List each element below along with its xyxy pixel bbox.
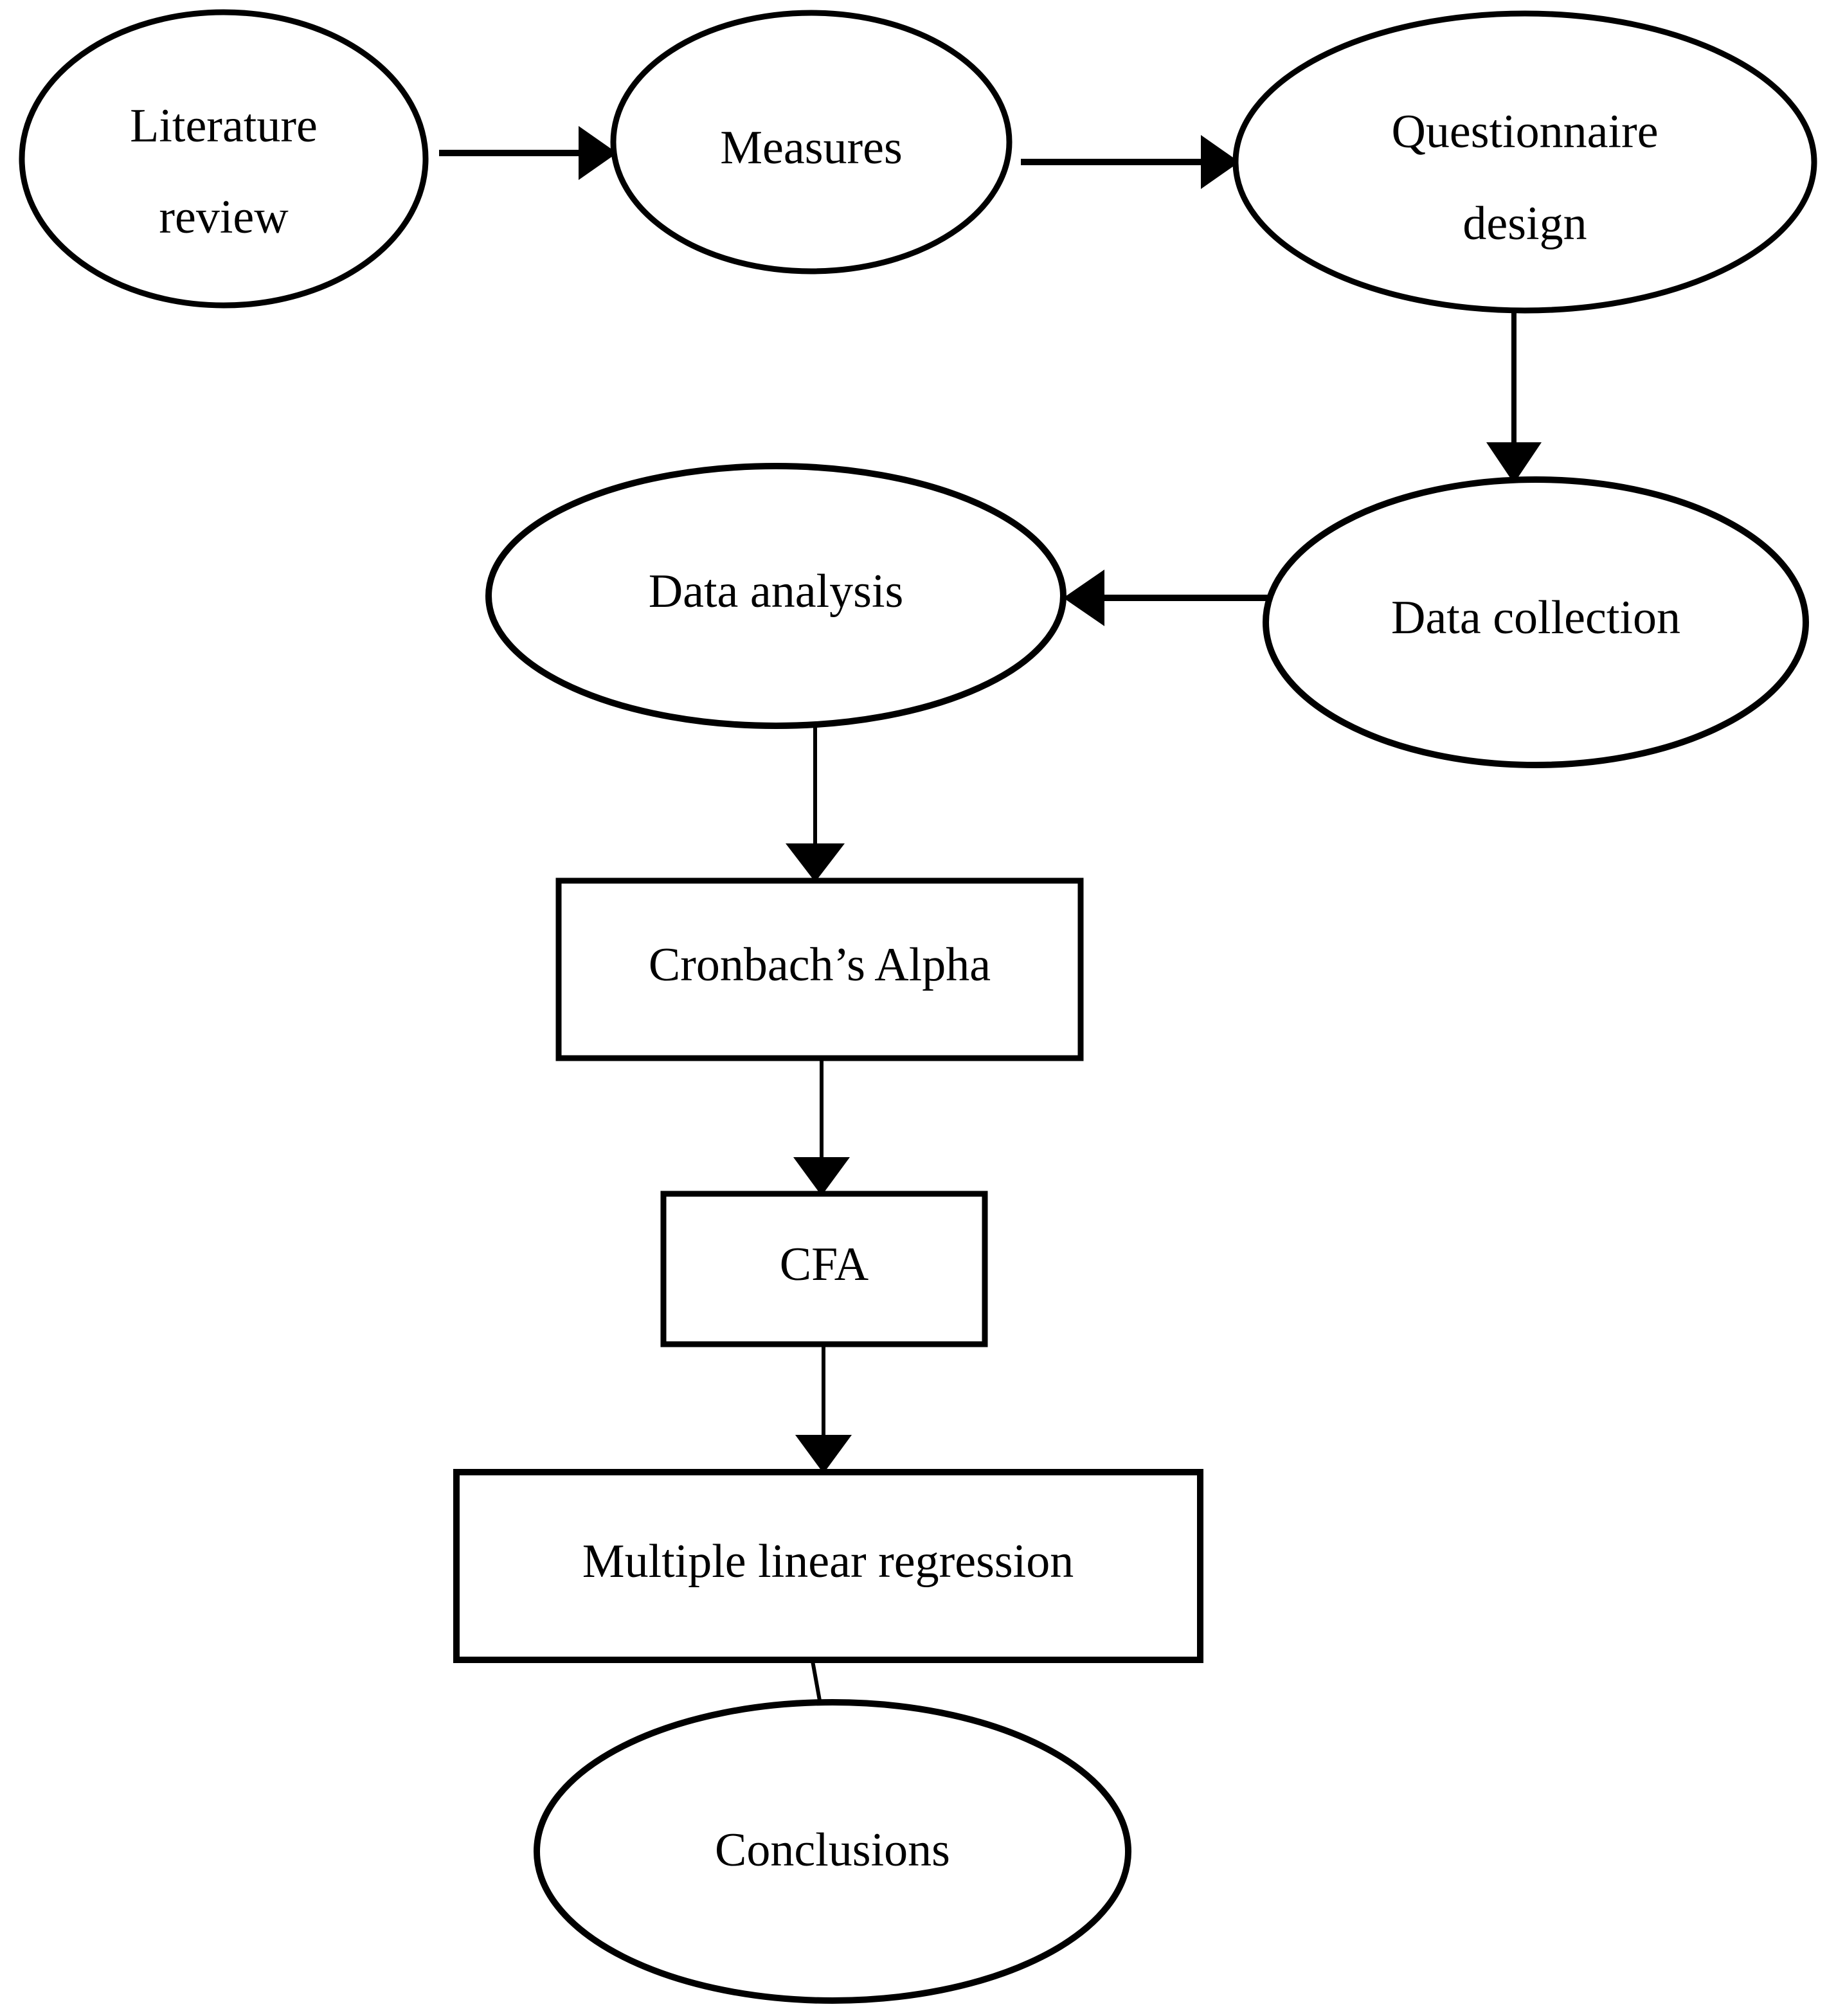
node-rect[interactable] <box>555 878 1084 1061</box>
edge-data-analysis-to-cronbachs-alpha <box>786 725 845 882</box>
node-ellipse[interactable] <box>610 10 1013 274</box>
node-ellipse[interactable] <box>534 1699 1131 2004</box>
node-measures[interactable]: Measures <box>610 10 1013 274</box>
arrow-head-down <box>1486 442 1542 483</box>
node-data-analysis[interactable]: Data analysis <box>485 463 1066 729</box>
node-label-line2: design <box>1462 197 1587 250</box>
node-questionnaire-design[interactable]: Questionnaire design <box>1232 10 1817 314</box>
arrow-head-down <box>793 1157 850 1196</box>
node-literature-review[interactable]: Literature review <box>19 9 429 309</box>
node-label-line1: Cronbach’s Alpha <box>649 939 991 991</box>
arrow-head-down <box>786 843 845 882</box>
edge-literature-review-to-measures <box>439 126 617 180</box>
node-rect[interactable] <box>453 1469 1203 1663</box>
arrow-head-left <box>1063 570 1104 626</box>
edge-cronbachs-alpha-to-cfa <box>793 1059 850 1196</box>
node-ellipse[interactable] <box>1263 476 1809 768</box>
node-layer: Literature review Measures Questionnaire… <box>19 9 1817 2004</box>
node-ellipse[interactable] <box>1232 10 1817 314</box>
node-ellipse[interactable] <box>19 9 429 309</box>
node-cronbachs-alpha[interactable]: Cronbach’s Alpha <box>555 878 1084 1061</box>
node-conclusions[interactable]: Conclusions <box>534 1699 1131 2004</box>
node-data-collection[interactable]: Data collection <box>1263 476 1809 768</box>
edge-data-collection-to-data-analysis <box>1063 570 1268 626</box>
node-label-line1: Literature <box>130 100 318 152</box>
edge-cfa-to-multiple-linear-regression <box>795 1346 852 1473</box>
node-label-line1: Questionnaire <box>1391 105 1658 158</box>
edge-questionnaire-design-to-data-collection <box>1486 301 1542 483</box>
node-label-line1: Data analysis <box>649 565 904 618</box>
arrow-head-right <box>579 126 617 180</box>
node-rect[interactable] <box>660 1191 988 1347</box>
arrow-head-right <box>1201 135 1239 189</box>
node-ellipse[interactable] <box>485 463 1066 729</box>
node-label-line1: CFA <box>780 1238 869 1291</box>
node-cfa[interactable]: CFA <box>660 1191 988 1347</box>
node-label-line1: Multiple linear regression <box>582 1535 1074 1588</box>
edge-measures-to-questionnaire-design <box>1021 135 1239 189</box>
node-multiple-linear-regression[interactable]: Multiple linear regression <box>453 1469 1203 1663</box>
node-label-line1: Measures <box>720 122 903 174</box>
edge-layer <box>439 126 1542 1813</box>
node-label-line2: review <box>159 191 289 244</box>
node-label-line1: Conclusions <box>715 1824 950 1877</box>
arrow-head-down <box>795 1435 852 1473</box>
node-label-line1: Data collection <box>1391 591 1680 644</box>
